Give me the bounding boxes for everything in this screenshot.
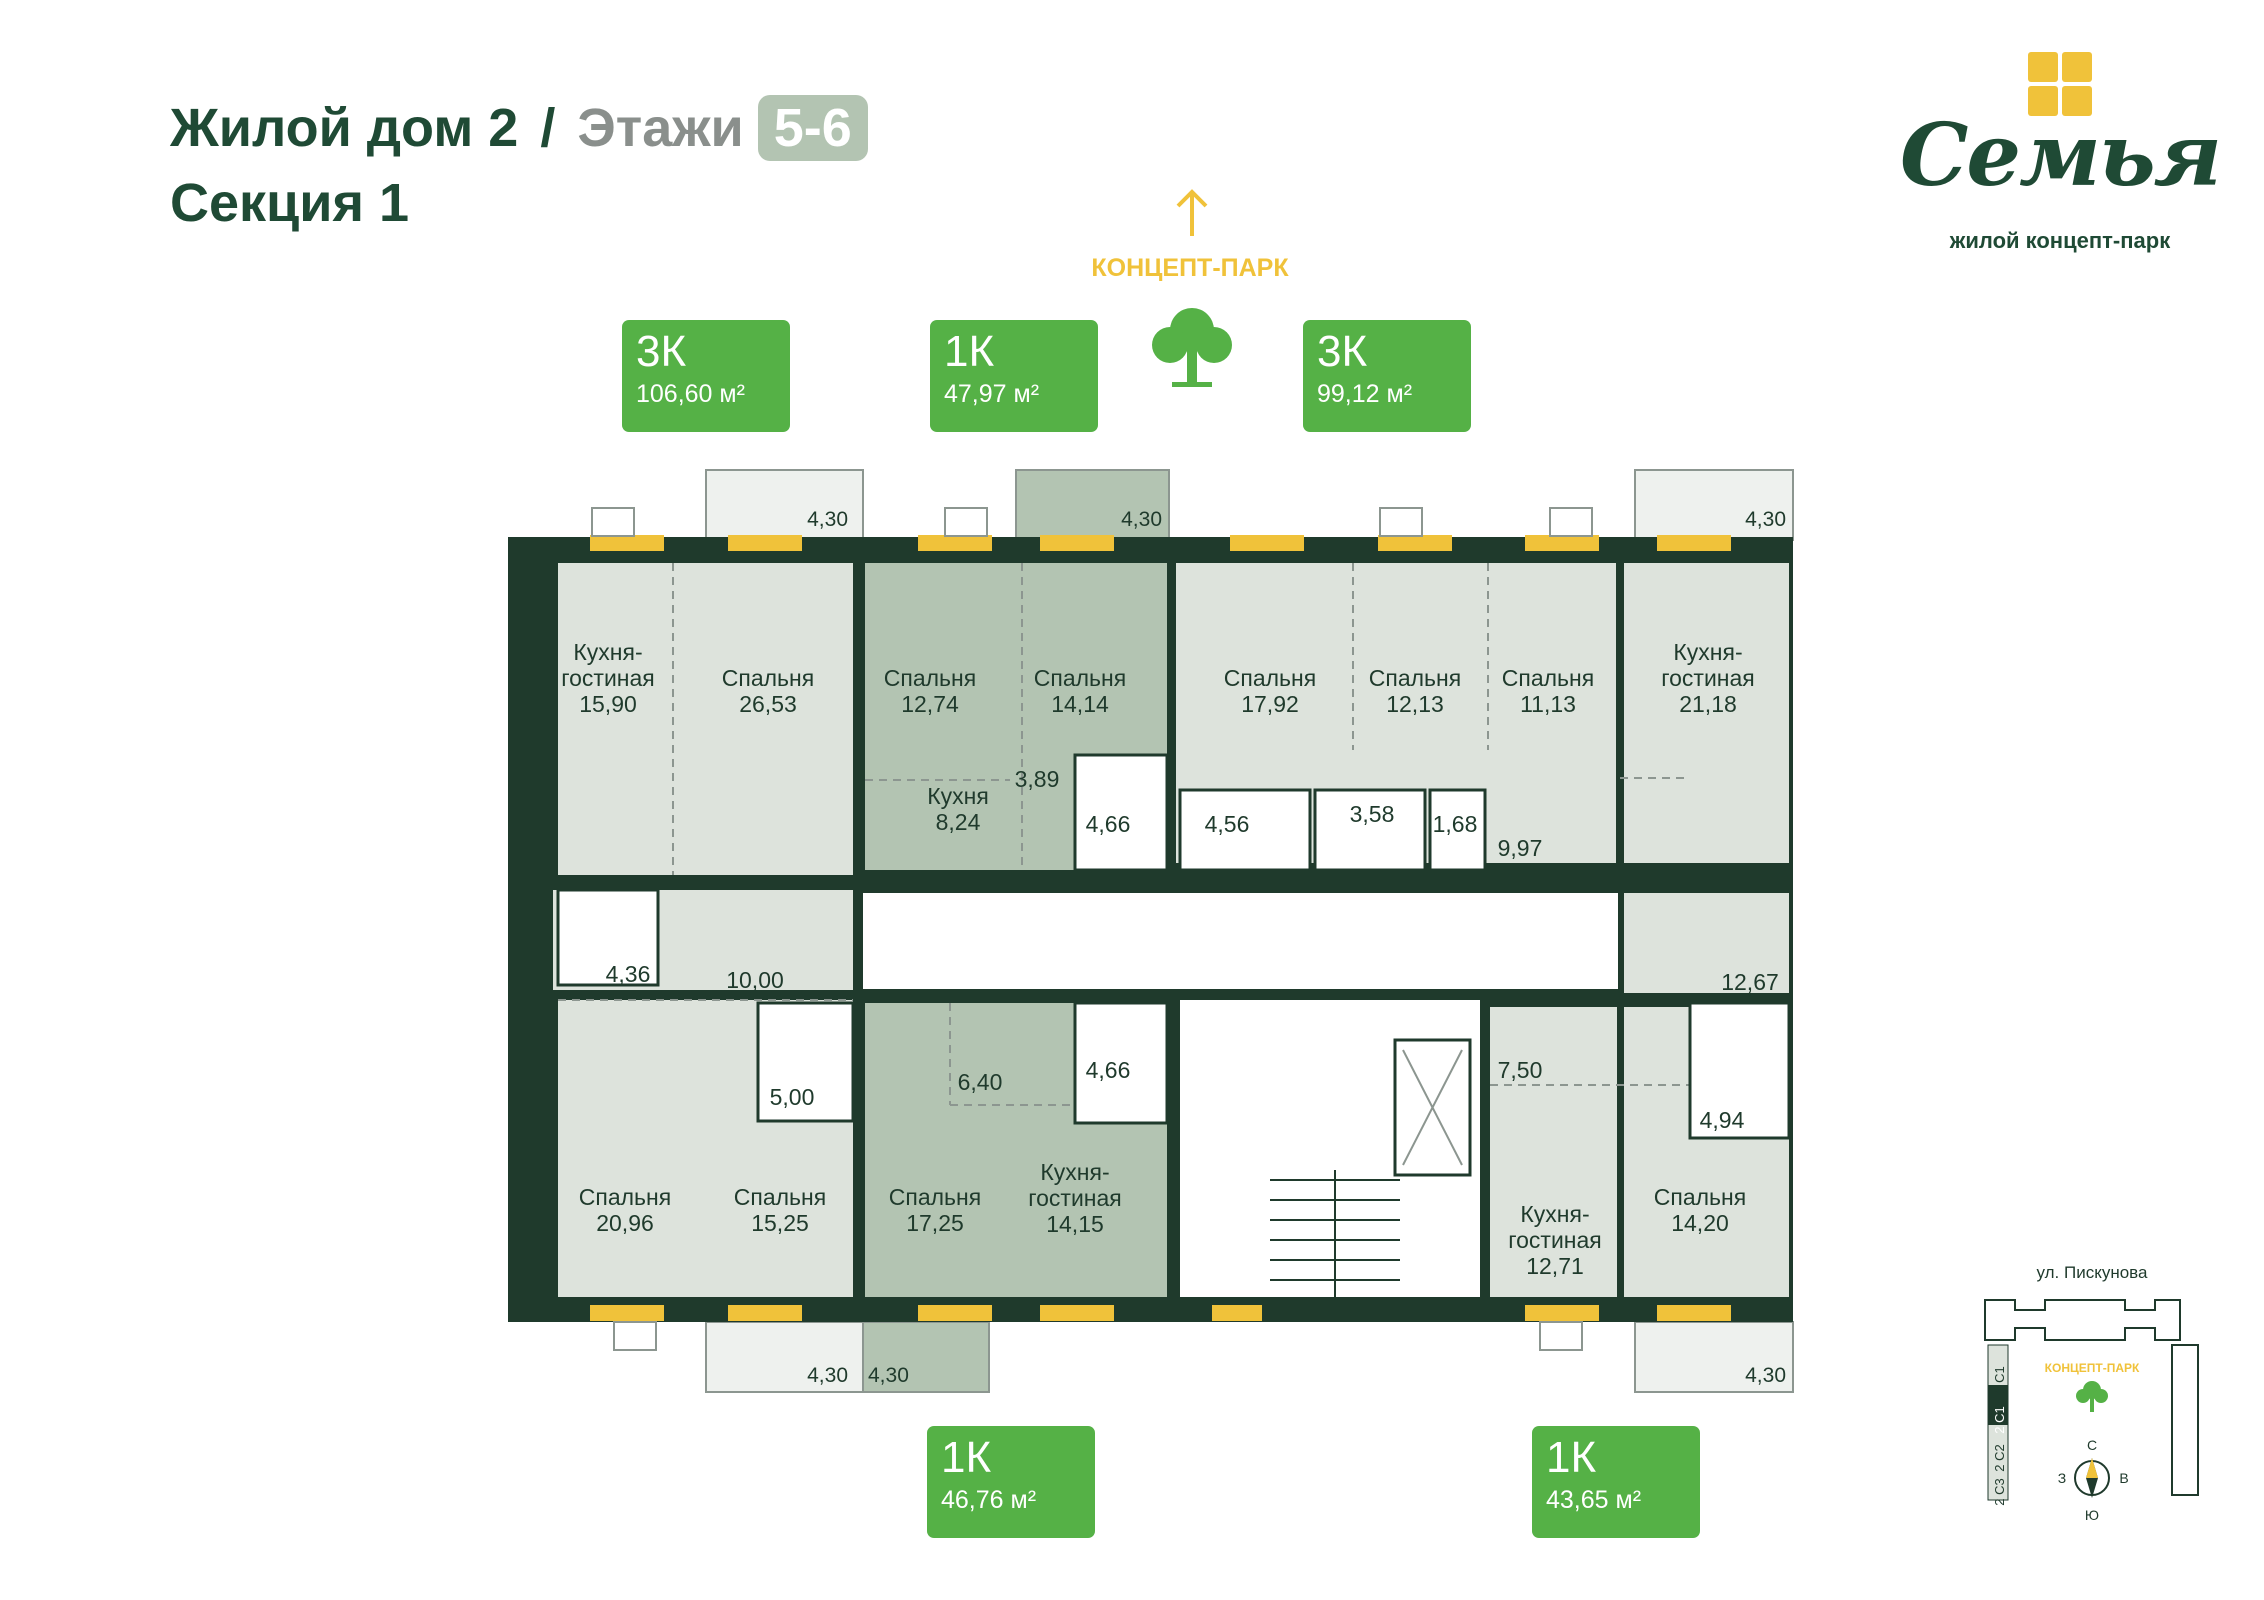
svg-text:12,13: 12,13 (1386, 691, 1444, 717)
svg-text:4,56: 4,56 (1205, 811, 1250, 837)
svg-text:Кухня-: Кухня- (1520, 1201, 1589, 1227)
apartment-badge[interactable]: 3К 106,60 м² (622, 320, 790, 432)
svg-text:Кухня-: Кухня- (1040, 1159, 1109, 1185)
svg-text:4,36: 4,36 (606, 961, 651, 987)
svg-text:Спальня: Спальня (1502, 665, 1594, 691)
apartment-type: 3К (636, 327, 687, 376)
svg-text:4,30: 4,30 (1745, 508, 1786, 531)
apartment-type: 1К (1546, 1433, 1597, 1482)
svg-text:1,68: 1,68 (1433, 811, 1478, 837)
svg-text:5,00: 5,00 (770, 1084, 815, 1110)
svg-text:гостиная: гостиная (561, 665, 655, 691)
room-labels: Кухня- гостиная 15,90 Спальня 26,53 Спал… (561, 639, 1779, 1279)
window-sills (591, 507, 1593, 1351)
svg-text:4,30: 4,30 (1745, 1364, 1786, 1387)
svg-text:4,30: 4,30 (868, 1364, 909, 1387)
svg-text:26,53: 26,53 (739, 691, 797, 717)
balconies (705, 469, 1794, 1393)
svg-text:6,40: 6,40 (958, 1069, 1003, 1095)
apartment-badge[interactable]: 1К 43,65 м² (1532, 1426, 1700, 1538)
bathrooms (556, 753, 1791, 1140)
svg-text:Спальня: Спальня (734, 1184, 826, 1210)
windows (590, 535, 1731, 1321)
svg-text:20,96: 20,96 (596, 1210, 654, 1236)
svg-text:4,66: 4,66 (1086, 1057, 1131, 1083)
svg-text:17,25: 17,25 (906, 1210, 964, 1236)
svg-text:11,13: 11,13 (1520, 691, 1576, 717)
room-dividers (558, 563, 1690, 1106)
logo-tagline: жилой концепт-парк (1949, 228, 2171, 253)
svg-text:Спальня: Спальня (1224, 665, 1316, 691)
svg-text:12,67: 12,67 (1721, 969, 1779, 995)
corridor (863, 893, 1618, 1297)
park-label: КОНЦЕПТ-ПАРК (1091, 254, 1289, 282)
svg-text:4,94: 4,94 (1700, 1107, 1745, 1133)
title-separator: / (540, 98, 556, 158)
svg-text:8,24: 8,24 (936, 809, 981, 835)
svg-text:Спальня: Спальня (579, 1184, 671, 1210)
svg-text:Спальня: Спальня (889, 1184, 981, 1210)
apartment-type: 1К (941, 1433, 992, 1482)
svg-text:10,00: 10,00 (726, 967, 784, 993)
apartment-type: 1К (944, 327, 995, 376)
logo-wordmark: Семья (1899, 105, 2222, 206)
svg-text:Спальня: Спальня (722, 665, 814, 691)
floors-badge: 5-6 (757, 95, 868, 161)
svg-text:4,30: 4,30 (807, 508, 848, 531)
svg-text:3,58: 3,58 (1350, 801, 1395, 827)
svg-text:21,18: 21,18 (1679, 691, 1737, 717)
svg-text:4,66: 4,66 (1086, 811, 1131, 837)
section-title: Секция 1 (170, 173, 409, 233)
svg-text:12,71: 12,71 (1526, 1253, 1584, 1279)
apartment-badge[interactable]: 3К 99,12 м² (1303, 320, 1471, 432)
apartment-area: 47,97 м² (944, 380, 1040, 408)
svg-text:Спальня: Спальня (1654, 1184, 1746, 1210)
svg-text:гостиная: гостиная (1028, 1185, 1122, 1211)
svg-text:17,92: 17,92 (1241, 691, 1299, 717)
svg-text:14,20: 14,20 (1671, 1210, 1729, 1236)
svg-text:Кухня-: Кухня- (1673, 639, 1742, 665)
svg-text:15,90: 15,90 (579, 691, 637, 717)
apartment-area: 106,60 м² (636, 380, 745, 408)
svg-text:Кухня: Кухня (927, 783, 989, 809)
svg-text:4,30: 4,30 (1121, 508, 1162, 531)
svg-text:14,14: 14,14 (1051, 691, 1109, 717)
svg-text:9,97: 9,97 (1498, 835, 1543, 861)
svg-text:12,74: 12,74 (901, 691, 959, 717)
svg-text:15,25: 15,25 (751, 1210, 809, 1236)
svg-text:гостиная: гостиная (1508, 1227, 1602, 1253)
svg-text:Спальня: Спальня (884, 665, 976, 691)
svg-text:14,15: 14,15 (1046, 1211, 1104, 1237)
apartment-area: 99,12 м² (1317, 380, 1413, 408)
apartment-badge[interactable]: 1К 47,97 м² (930, 320, 1098, 432)
svg-text:Спальня: Спальня (1369, 665, 1461, 691)
floors-label: Этажи (577, 98, 744, 158)
svg-text:Спальня: Спальня (1034, 665, 1126, 691)
apartment-badge[interactable]: 1К 46,76 м² (927, 1426, 1095, 1538)
svg-text:3,89: 3,89 (1015, 766, 1060, 792)
apartment-area: 43,65 м² (1546, 1486, 1642, 1514)
svg-text:7,50: 7,50 (1498, 1057, 1543, 1083)
svg-text:гостиная: гостиная (1661, 665, 1755, 691)
svg-text:4,30: 4,30 (807, 1364, 848, 1387)
apartment-area: 46,76 м² (941, 1486, 1037, 1514)
balcony-labels: 4,30 4,30 4,30 4,30 4,30 4,30 (807, 508, 1786, 1387)
apartment-type: 3К (1317, 327, 1368, 376)
logo-squares-icon (2028, 52, 2092, 116)
building-name: Жилой дом 2 (170, 98, 519, 158)
svg-text:Кухня-: Кухня- (573, 639, 642, 665)
